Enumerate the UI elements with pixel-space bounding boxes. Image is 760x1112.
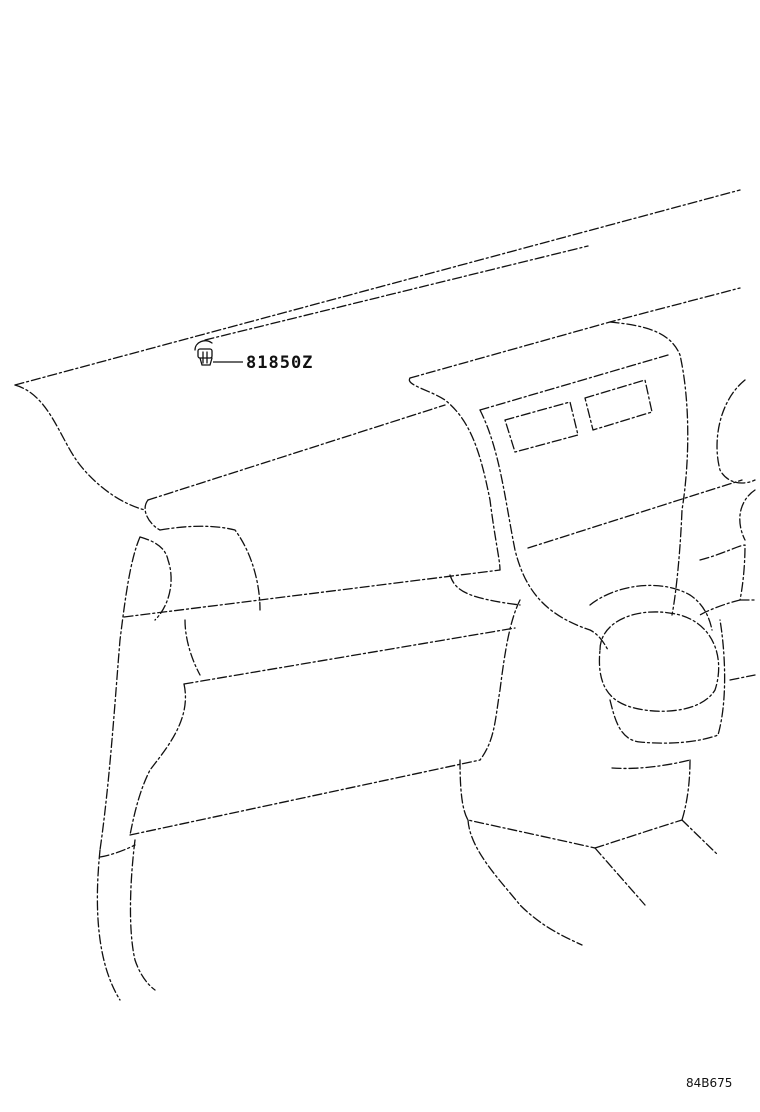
diagram-code: 84B675 <box>686 1076 733 1090</box>
dashboard-outline <box>14 189 756 1001</box>
part-number-label[interactable]: 81850Z <box>246 353 314 373</box>
bulb-clip-icon <box>194 340 213 366</box>
